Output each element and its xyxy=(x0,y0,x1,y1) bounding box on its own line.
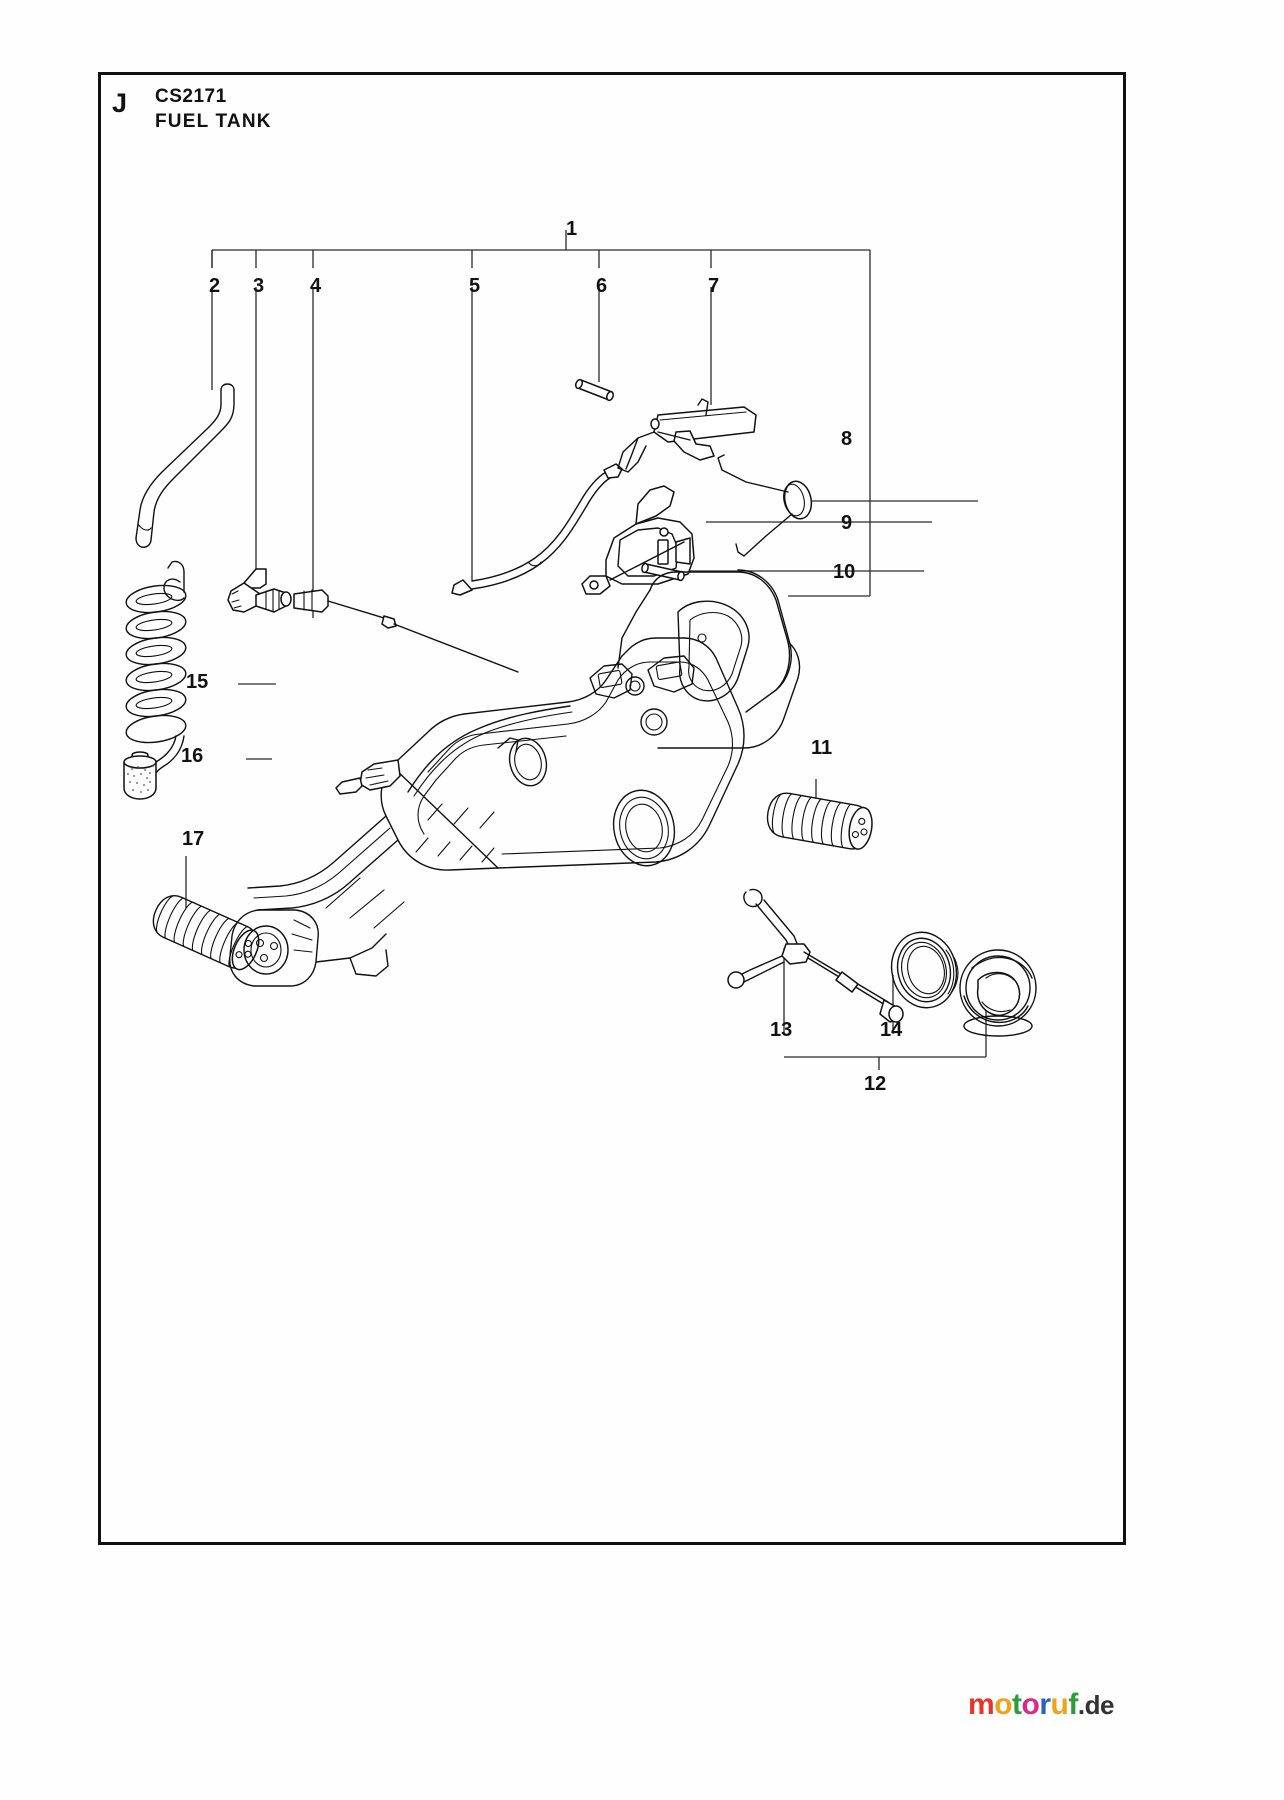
callout-5[interactable]: 5 xyxy=(469,275,481,297)
watermark-logo: motoruf.de xyxy=(968,1690,1114,1720)
callout-2[interactable]: 2 xyxy=(209,275,221,297)
parts-diagram: .ln { fill:none; stroke:#2b2b2b; stroke-… xyxy=(123,230,1037,1070)
callout-13[interactable]: 13 xyxy=(770,1019,793,1041)
callout-6[interactable]: 6 xyxy=(596,275,608,297)
bracket-group-1 xyxy=(211,230,871,597)
part-throttle-lock-9 xyxy=(581,485,695,595)
leader-lines xyxy=(185,287,987,1070)
diagram-frame xyxy=(98,72,1126,1545)
model-name: CS2171 xyxy=(155,86,227,107)
watermark-suffix: .de xyxy=(1077,1690,1115,1720)
callout-1[interactable]: 1 xyxy=(566,218,578,240)
callout-3[interactable]: 3 xyxy=(253,275,265,297)
callout-8[interactable]: 8 xyxy=(841,428,853,450)
callout-16[interactable]: 16 xyxy=(181,745,204,767)
watermark-letter-o1: o xyxy=(994,1688,1013,1721)
callout-15[interactable]: 15 xyxy=(186,671,209,693)
page-title: FUEL TANK xyxy=(155,111,272,132)
callout-7[interactable]: 7 xyxy=(708,275,720,297)
part-throttle-trigger-7 xyxy=(617,406,757,473)
part-cap-retainer-13 xyxy=(727,888,904,1023)
callout-4[interactable]: 4 xyxy=(310,275,322,297)
watermark-letter-m: m xyxy=(968,1688,995,1721)
section-letter: J xyxy=(112,88,128,118)
watermark-letter-u: u xyxy=(1050,1688,1069,1721)
part-hose-connector-3 xyxy=(227,568,292,613)
callout-10[interactable]: 10 xyxy=(833,561,856,583)
callout-11[interactable]: 11 xyxy=(811,737,833,759)
callout-12[interactable]: 12 xyxy=(864,1073,887,1095)
callout-14[interactable]: 14 xyxy=(880,1019,903,1041)
watermark-letter-t: t xyxy=(1012,1688,1022,1721)
part-fuel-filter-16 xyxy=(123,751,157,800)
part-fuel-cap-12 xyxy=(959,949,1037,1037)
part-pin-6 xyxy=(575,378,614,402)
watermark-letter-o2: o xyxy=(1021,1688,1040,1721)
part-torsion-spring-8 xyxy=(697,398,813,557)
part-bellows-right-11 xyxy=(766,792,873,850)
part-coiled-line-15 xyxy=(125,560,187,792)
part-cap-seal-ring-14 xyxy=(890,931,959,1009)
part-bellows-left-17 xyxy=(152,895,260,971)
part-choke-wire-5 xyxy=(451,463,623,596)
watermark-letter-r: r xyxy=(1039,1688,1051,1721)
part-throttle-rod-4 xyxy=(293,589,519,673)
header-block: CS2171 FUEL TANK xyxy=(155,84,272,134)
fuel-tank-body xyxy=(229,569,801,987)
watermark-letter-f: f xyxy=(1068,1688,1078,1721)
callout-9[interactable]: 9 xyxy=(841,512,853,534)
part-fuel-hose-2 xyxy=(135,383,235,548)
callout-17[interactable]: 17 xyxy=(182,828,205,850)
